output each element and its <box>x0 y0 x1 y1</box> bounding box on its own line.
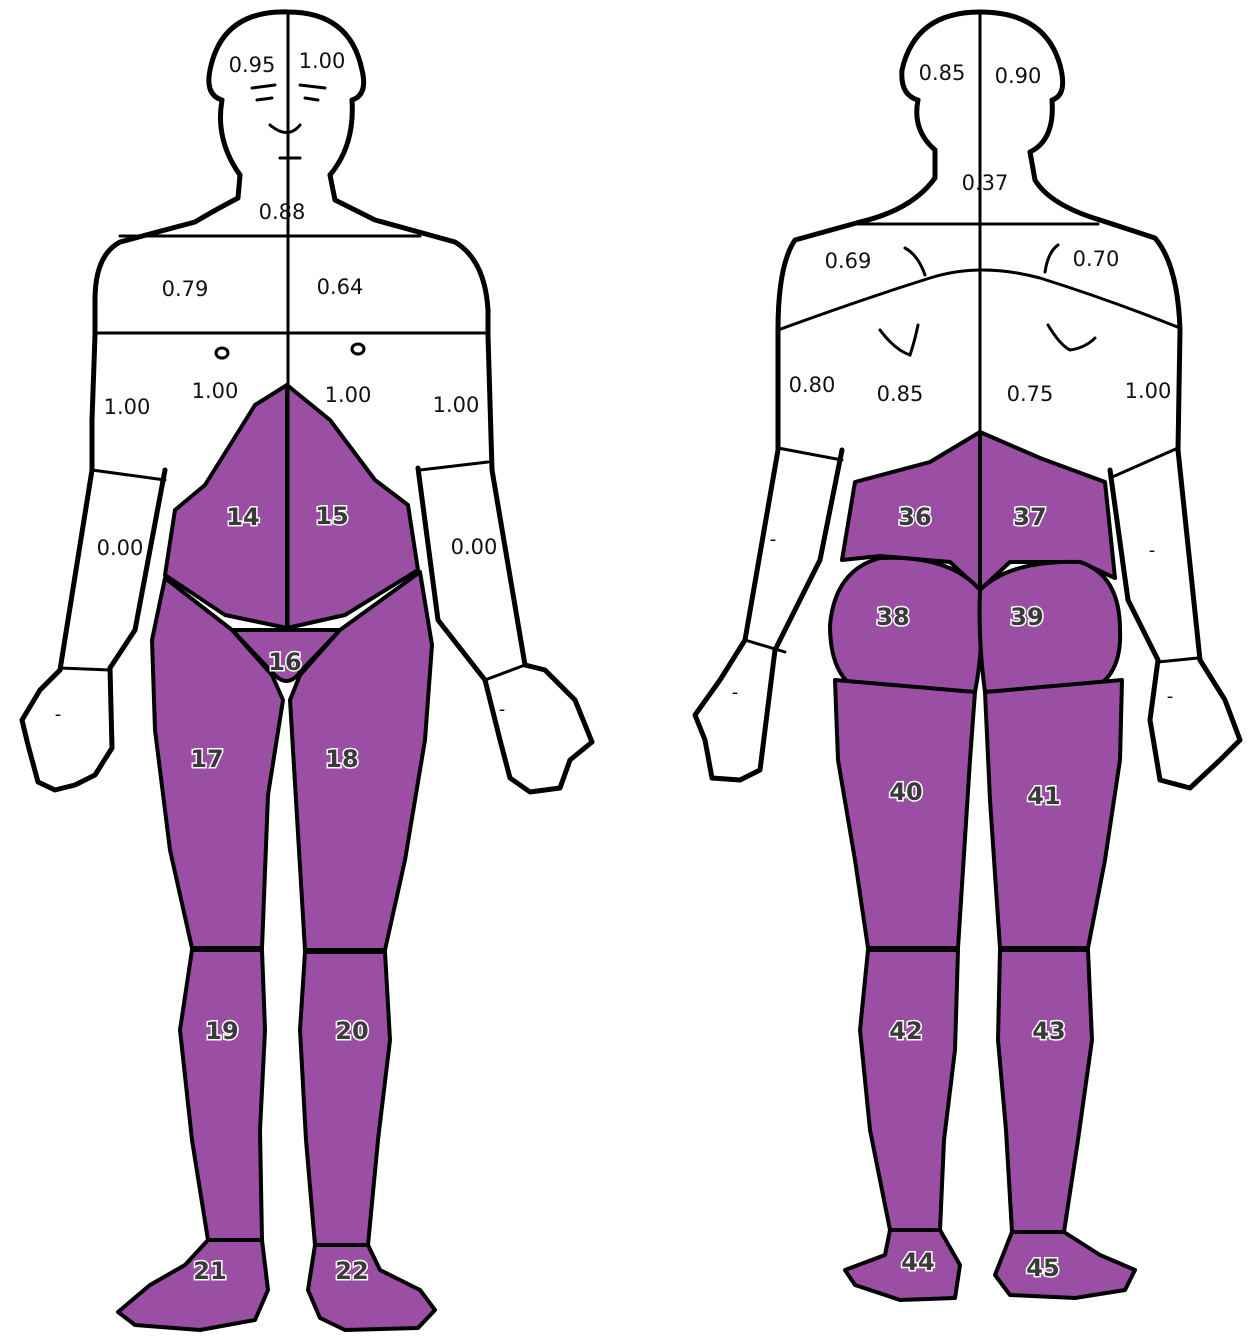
front-hand-right-value: - <box>55 704 62 725</box>
front-hand-left-outline <box>485 665 592 792</box>
front-shoulder-right-value: 0.79 <box>162 277 209 301</box>
back-scapula-lines <box>880 245 1095 355</box>
front-forearm-right-value: 0.00 <box>97 536 144 560</box>
front-shoulder-left-value: 0.64 <box>317 275 364 299</box>
back-region-41-label: 41 <box>1027 782 1060 810</box>
back-hand-right-value: - <box>1167 686 1174 707</box>
front-hand-right-outline <box>22 668 112 790</box>
front-region-19-label: 19 <box>205 1017 238 1045</box>
front-foot-left-region[interactable] <box>308 1245 435 1330</box>
front-head-right-value: 0.95 <box>229 53 276 77</box>
back-region-45-label: 45 <box>1026 1254 1059 1282</box>
front-neck-shoulder-outline <box>95 175 488 335</box>
front-upper-arm-left-value: 1.00 <box>433 393 480 417</box>
back-region-38-label: 38 <box>876 603 909 631</box>
back-head-right-value: 0.90 <box>995 64 1042 88</box>
back-neck-value: 0.37 <box>962 171 1009 195</box>
back-head-left-value: 0.85 <box>919 61 966 85</box>
front-region-17-label: 17 <box>190 745 223 773</box>
front-forearm-left-value: 0.00 <box>451 535 498 559</box>
back-upper-back-right-value: 0.75 <box>1007 382 1054 406</box>
front-region-16-label: 16 <box>268 648 301 676</box>
front-leg-left-region[interactable] <box>300 952 390 1245</box>
front-foot-right-region[interactable] <box>118 1240 268 1330</box>
front-region-20-label: 20 <box>335 1017 368 1045</box>
back-hand-left-outline <box>695 640 775 780</box>
front-upper-arm-right-value: 1.00 <box>104 395 151 419</box>
front-neck-value: 0.88 <box>259 200 306 224</box>
front-region-21-label: 21 <box>193 1257 226 1285</box>
front-region-15-label: 15 <box>315 502 348 530</box>
back-leg-right-region[interactable] <box>998 950 1092 1232</box>
back-region-36-label: 36 <box>898 503 931 531</box>
back-shoulder-left-value: 0.69 <box>825 249 872 273</box>
front-nipple-right <box>216 348 228 358</box>
back-region-37-label: 37 <box>1013 503 1046 531</box>
front-head-left-value: 1.00 <box>299 49 346 73</box>
back-region-40-label: 40 <box>889 778 922 806</box>
front-leg-right-region[interactable] <box>180 950 265 1240</box>
back-shoulder-right-value: 0.70 <box>1073 247 1120 271</box>
back-hand-left-value: - <box>732 682 739 703</box>
back-thigh-right-region[interactable] <box>985 680 1122 948</box>
back-region-44-label: 44 <box>901 1248 934 1276</box>
back-region-43-label: 43 <box>1032 1017 1065 1045</box>
back-upper-arm-left-value: 0.80 <box>789 373 836 397</box>
back-leg-left-region[interactable] <box>860 950 958 1230</box>
back-hand-right-outline <box>1150 660 1240 788</box>
back-forearm-left-value: - <box>770 529 777 550</box>
back-upper-back-left-value: 0.85 <box>877 382 924 406</box>
back-buttock-right-region[interactable] <box>980 562 1121 692</box>
front-region-22-label: 22 <box>335 1257 368 1285</box>
front-region-14-label: 14 <box>226 503 259 531</box>
front-body-view: 0.95 1.00 0.88 0.79 0.64 1.00 1.00 1.00 … <box>22 12 592 1330</box>
back-region-42-label: 42 <box>889 1017 922 1045</box>
back-upper-arm-right-value: 1.00 <box>1125 379 1172 403</box>
back-body-view: 0.85 0.90 0.37 0.69 0.70 0.80 0.85 0.75 … <box>695 12 1240 1300</box>
front-region-18-label: 18 <box>325 745 358 773</box>
front-hand-left-value: - <box>499 699 506 720</box>
front-chest-right-value: 1.00 <box>192 379 239 403</box>
back-foot-right-region[interactable] <box>995 1232 1135 1298</box>
back-forearm-right-value: - <box>1149 540 1156 561</box>
back-thigh-left-region[interactable] <box>835 680 975 948</box>
back-region-39-label: 39 <box>1010 603 1043 631</box>
front-head-outline <box>209 12 364 175</box>
front-chest-left-value: 1.00 <box>325 383 372 407</box>
front-nipple-left <box>352 344 364 354</box>
